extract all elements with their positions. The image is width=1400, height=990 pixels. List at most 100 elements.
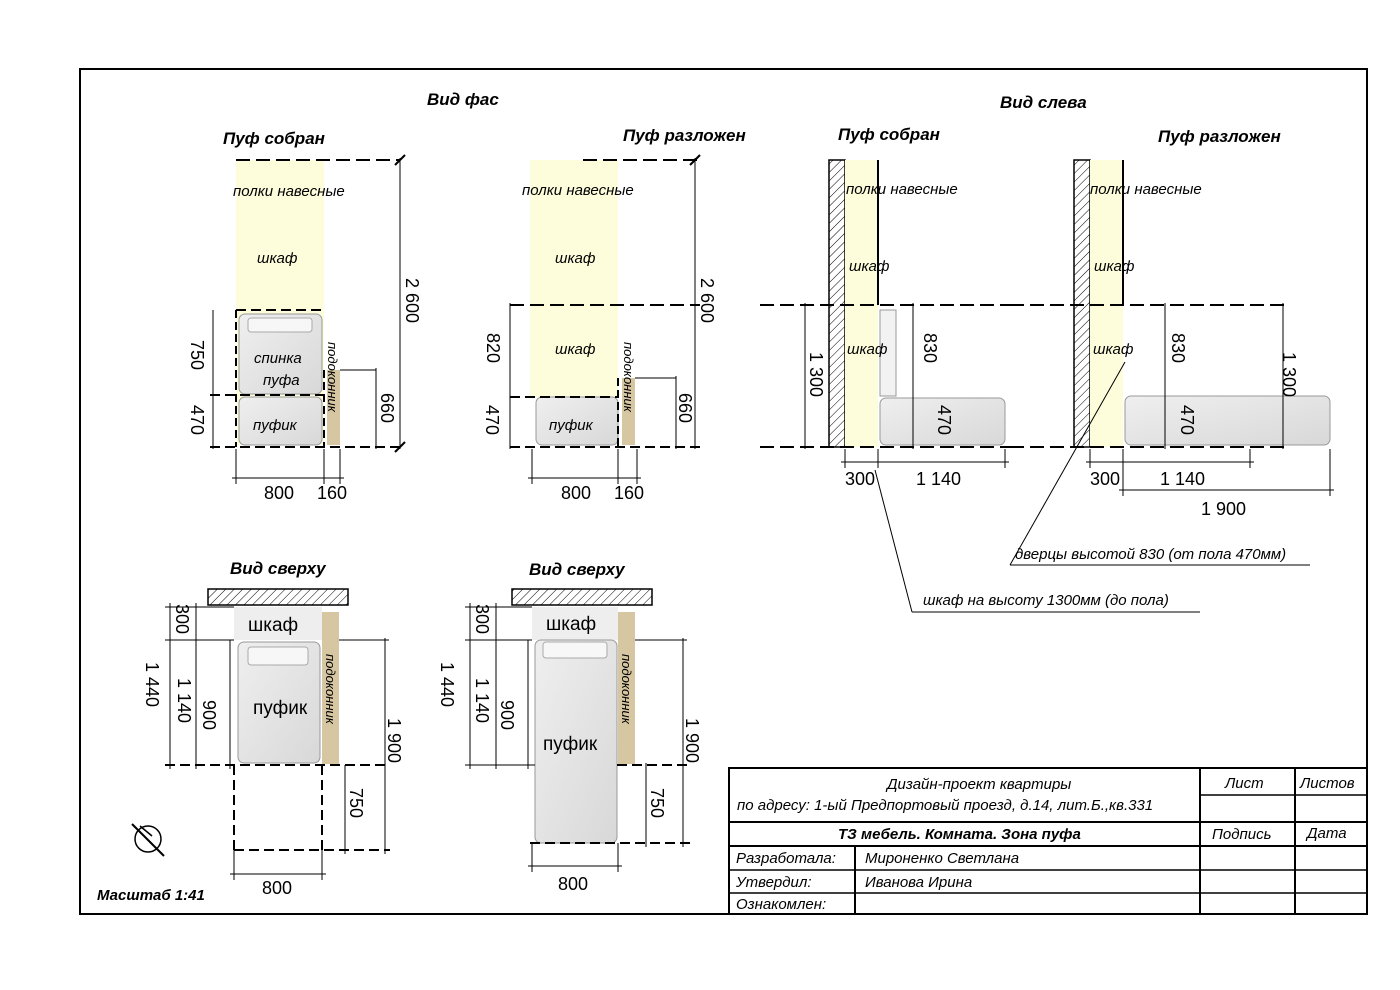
shelves-label: полки навесные — [233, 183, 345, 200]
signature-label: Подпись — [1212, 826, 1272, 843]
pouf-back — [879, 309, 897, 397]
dim-label: 900 — [497, 700, 517, 730]
dim-label: 160 — [317, 483, 347, 503]
dim-label: 1 140 — [174, 678, 194, 723]
dim-label: 1 140 — [1160, 469, 1205, 489]
dim-label: 470 — [187, 405, 207, 435]
dim-label: 1 300 — [1279, 352, 1299, 397]
dim-label: 830 — [1168, 333, 1188, 363]
dim-label: 470 — [934, 405, 954, 435]
dim-label: 900 — [199, 700, 219, 730]
wall — [828, 159, 846, 448]
pouf-back-label-2: пуфа — [263, 372, 300, 389]
wall — [207, 588, 349, 606]
dim-label: 1 900 — [682, 718, 702, 763]
shelves-label: полки навесные — [846, 181, 958, 198]
windowsill — [322, 612, 339, 764]
left-assembled-title: Пуф собран — [838, 125, 940, 144]
cabinet-label: шкаф — [248, 615, 298, 636]
dim-label: 160 — [614, 483, 644, 503]
dim-label: 2 600 — [697, 278, 717, 323]
windowsill — [622, 378, 635, 445]
drawing-frame — [79, 68, 1368, 915]
windowsill — [618, 612, 635, 764]
front-assembled-title: Пуф собран — [223, 129, 325, 148]
cabinet-label: шкаф — [555, 341, 596, 358]
pouf-back-label-1: спинка — [254, 350, 302, 367]
windowsill-label: подоконник — [323, 654, 338, 725]
cabinet-label: шкаф — [555, 250, 596, 267]
shelves-label: полки навесные — [1090, 181, 1202, 198]
cabinet-label: шкаф — [1093, 341, 1134, 358]
dim-label: 2 600 — [402, 278, 422, 323]
cabinet-zone — [1090, 160, 1123, 447]
dim-label: 300 — [172, 604, 192, 634]
pouf-label: пуфик — [253, 417, 298, 434]
doors-note: дверцы высотой 830 (от пола 470мм) — [1015, 546, 1286, 563]
dim-label: 300 — [1090, 469, 1120, 489]
acquainted-label: Ознакомлен: — [736, 896, 826, 913]
left-view-title: Вид слева — [1000, 93, 1087, 112]
dim-label: 800 — [262, 878, 292, 898]
top-view-title: Вид сверху — [529, 560, 626, 579]
front-unfolded-title: Пуф разложен — [623, 126, 746, 145]
shelves-zone — [530, 160, 618, 310]
dim-label: 470 — [482, 405, 502, 435]
shelves-zone — [236, 160, 324, 310]
left-view-assembled — [760, 159, 1010, 468]
date-label: Дата — [1305, 825, 1347, 842]
dim-label: 800 — [264, 483, 294, 503]
sheet-label: Лист — [1224, 775, 1264, 792]
cabinet-label: шкаф — [849, 258, 890, 275]
shelves-label: полки навесные — [522, 182, 634, 199]
cabinet-label: шкаф — [1094, 258, 1135, 275]
top-view-unfolded — [465, 588, 690, 872]
scale-label: Масштаб 1:41 — [97, 887, 205, 904]
pouf — [1124, 395, 1331, 446]
dim-label: 660 — [675, 393, 695, 423]
dim-label: 300 — [845, 469, 875, 489]
cabinet-height-note: шкаф на высоту 1300мм (до пола) — [923, 592, 1169, 609]
wall — [1073, 159, 1091, 448]
pouf — [237, 641, 321, 764]
dim-label: 820 — [483, 333, 503, 363]
dim-label: 1 140 — [472, 678, 492, 723]
cabinet-zone — [530, 305, 618, 397]
dim-label: 750 — [346, 788, 366, 818]
front-view-assembled — [210, 154, 406, 484]
left-unfolded-title: Пуф разложен — [1158, 127, 1281, 146]
orientation-symbol-icon — [131, 823, 165, 857]
pouf-label: пуфик — [253, 698, 308, 719]
project-line-1: Дизайн-проект квартиры — [885, 776, 1071, 793]
developed-label: Разработала: — [736, 850, 836, 867]
project-line-2: по адресу: 1-ый Предпортовый проезд, д.1… — [737, 797, 1153, 814]
dim-label: 1 440 — [437, 662, 457, 707]
windowsill-label: подоконник — [325, 342, 340, 413]
dim-label: 1 300 — [806, 352, 826, 397]
cabinet-label: шкаф — [257, 250, 298, 267]
dim-label: 1 440 — [142, 662, 162, 707]
developed-name: Мироненко Светлана — [865, 850, 1019, 867]
approved-label: Утвердил: — [735, 874, 812, 891]
windowsill-label: подоконник — [619, 654, 634, 725]
pouf-back-cushion — [247, 317, 313, 333]
pouf — [879, 397, 1006, 446]
cabinet-label: шкаф — [546, 614, 596, 635]
pouf-label: пуфик — [543, 734, 598, 755]
dim-label: 1 900 — [1201, 499, 1246, 519]
pouf — [238, 396, 323, 446]
windowsill — [327, 370, 340, 445]
front-view-unfolded — [509, 154, 701, 484]
cabinet-zone — [532, 607, 618, 640]
dim-label: 1 900 — [384, 718, 404, 763]
front-view-title: Вид фас — [427, 90, 499, 109]
approved-name: Иванова Ирина — [865, 874, 972, 891]
dim-label: 800 — [558, 874, 588, 894]
pouf-back — [238, 313, 323, 395]
dim-label: 660 — [377, 393, 397, 423]
pouf-label: пуфик — [549, 417, 594, 434]
title-block: Дизайн-проект квартиры по адресу: 1-ый П… — [728, 767, 1368, 915]
left-view-unfolded — [1010, 159, 1334, 496]
dim-label: 470 — [1177, 405, 1197, 435]
